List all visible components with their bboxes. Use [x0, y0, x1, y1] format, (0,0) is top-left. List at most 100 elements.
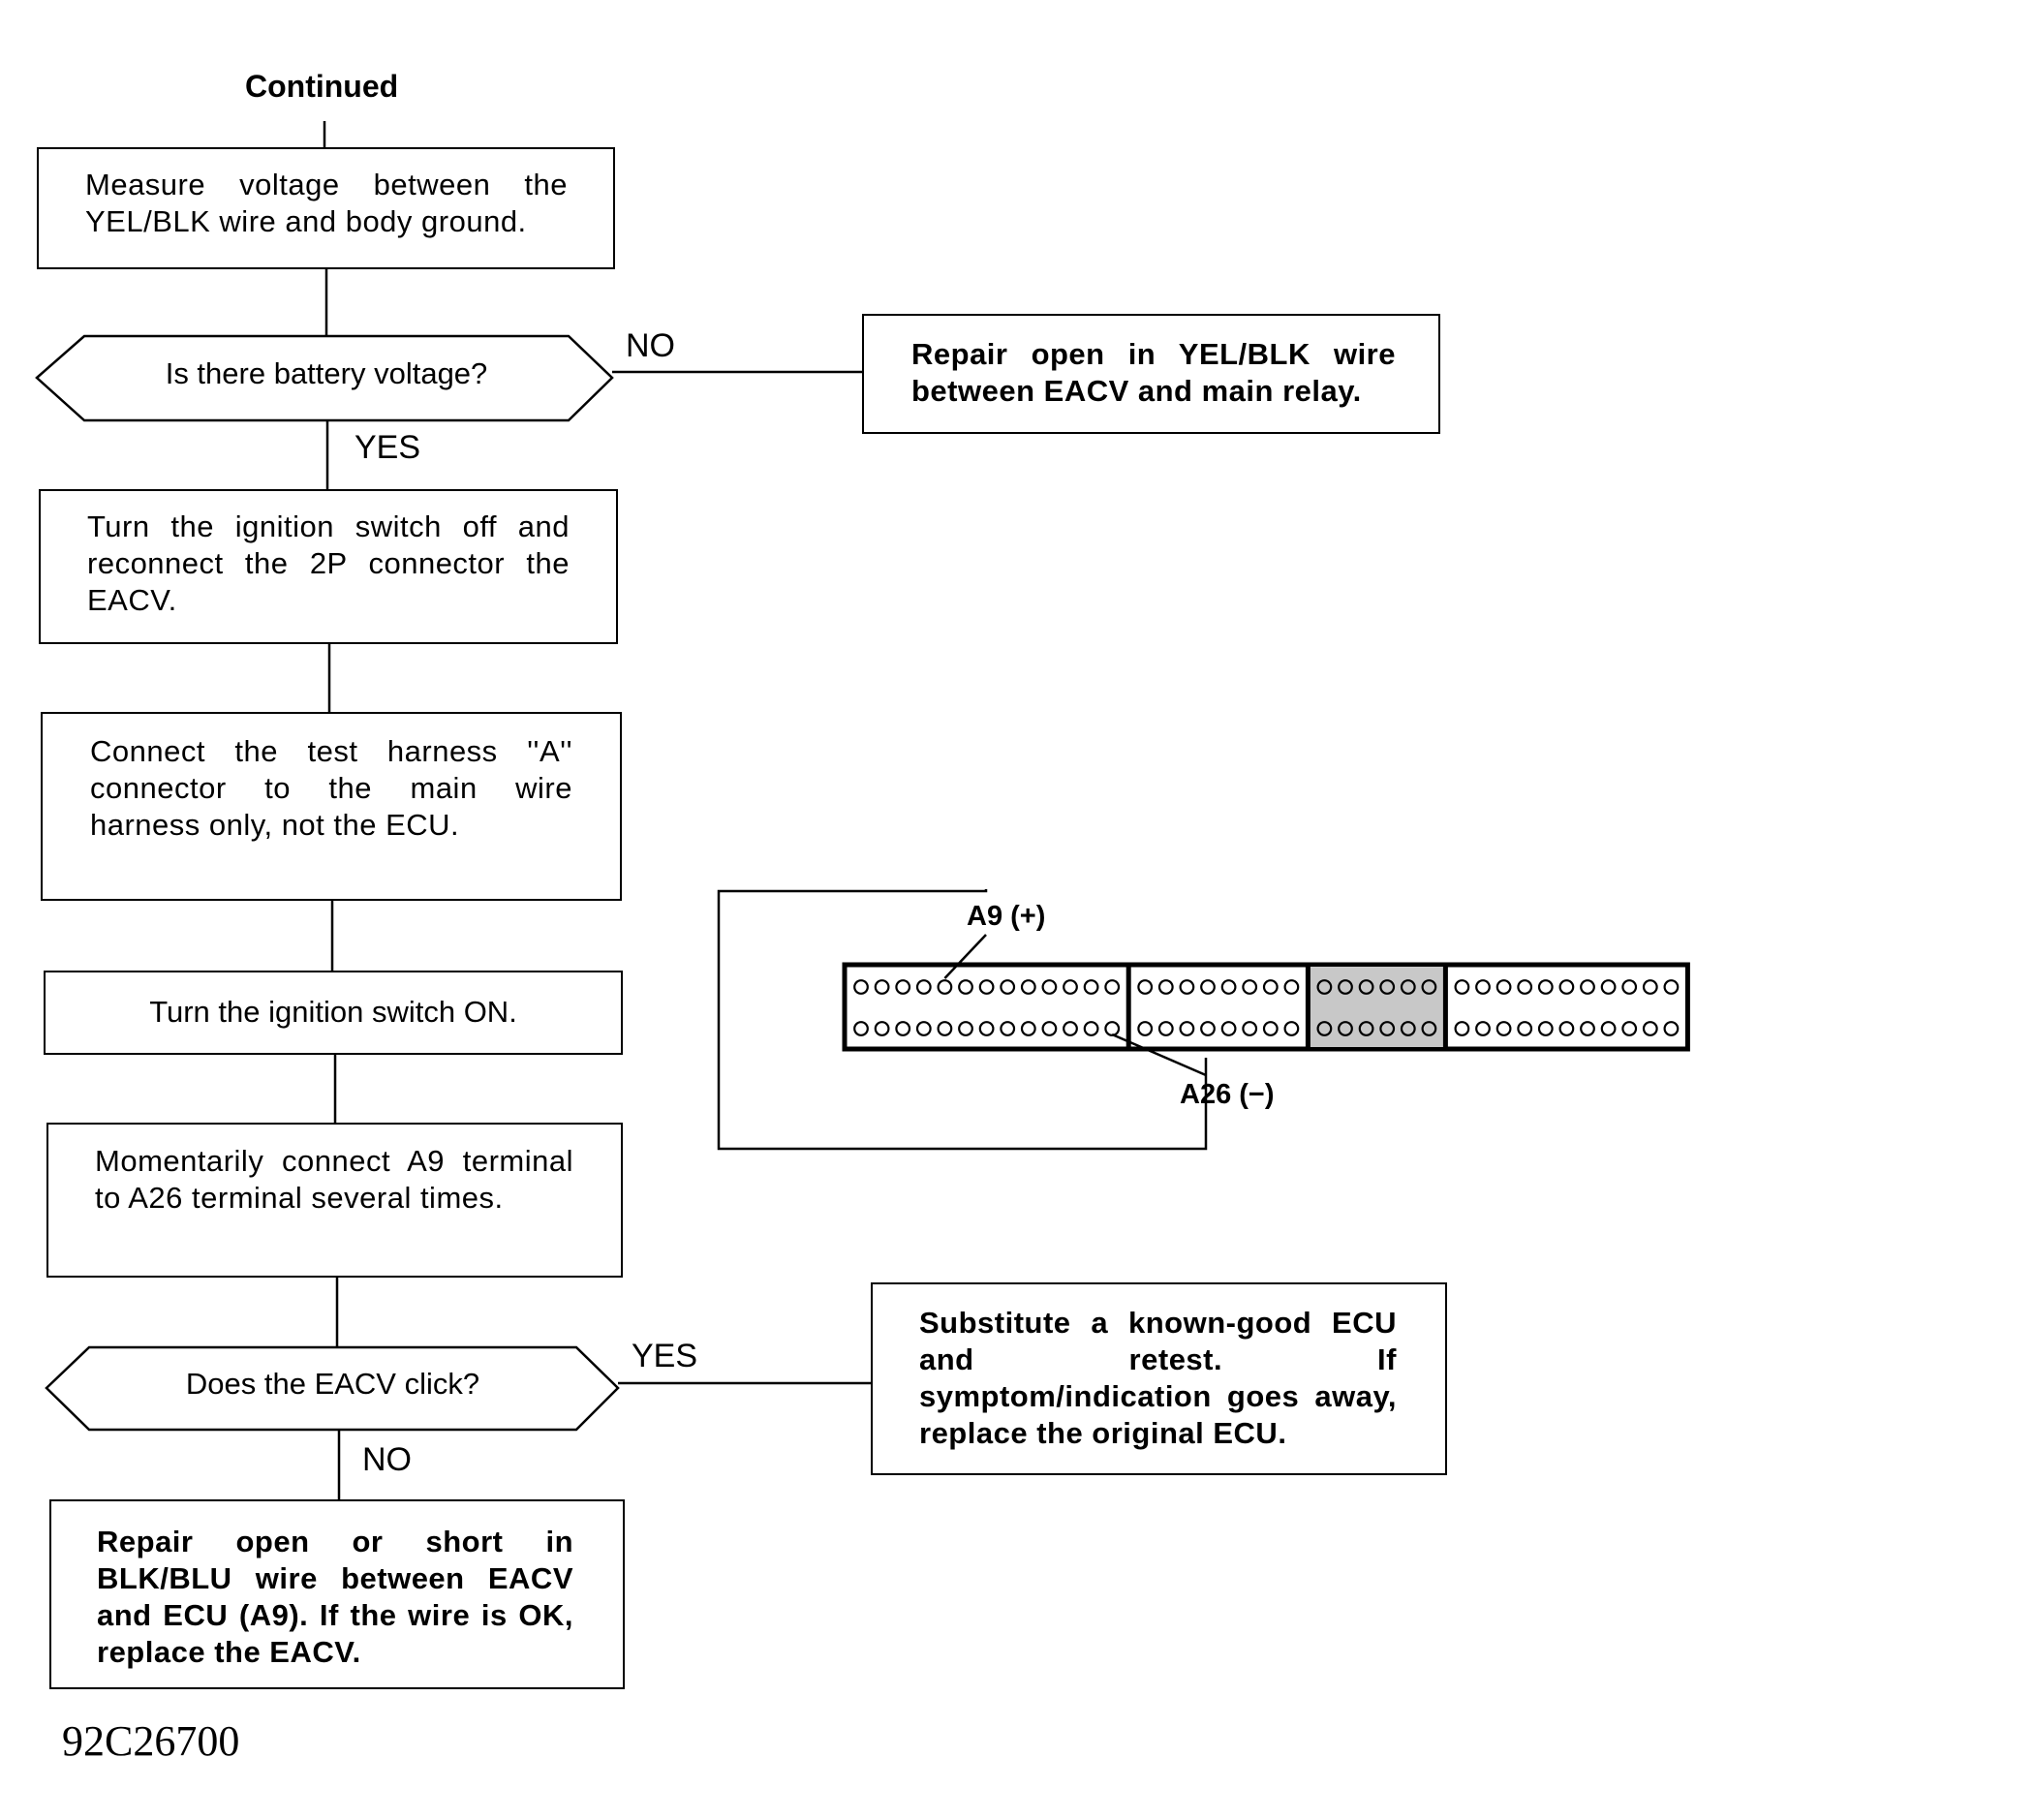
step-connect-harness-text: Connect the test harness ''A'' connector…: [90, 734, 572, 842]
step-connect-harness: [41, 712, 622, 901]
connector-section-shaded: [1310, 967, 1444, 1047]
figure-code: 92C26700: [62, 1717, 240, 1765]
connector-pin: [1041, 979, 1058, 995]
connector-pin: [1537, 979, 1554, 995]
connector-pin: [895, 979, 911, 995]
connector-pin: [1041, 1021, 1058, 1036]
connector-pin: [1157, 1021, 1174, 1036]
connector-pin: [1200, 979, 1216, 995]
connector-pin: [1200, 1021, 1216, 1036]
connector-pin: [1400, 1021, 1416, 1036]
connector-pin: [1083, 1021, 1099, 1036]
connector-pin: [1663, 1021, 1680, 1036]
decision-click-shape: [45, 1345, 620, 1432]
step-reconnect: [39, 489, 618, 644]
connector-pin: [915, 979, 932, 995]
ecu-connector: [842, 934, 1690, 1077]
connector-pin: [1642, 979, 1658, 995]
connector-pin: [915, 1021, 932, 1036]
step-momentary-connect-text: Momentarily connect A9 terminal to A26 t…: [95, 1144, 573, 1215]
step-ignition-on: [44, 971, 623, 1055]
connector-pin: [1063, 979, 1078, 995]
connector-pin: [1400, 979, 1416, 995]
connector-pin: [1558, 1021, 1575, 1036]
connector-pin: [1338, 1021, 1353, 1036]
connector-pin: [1316, 979, 1333, 995]
branch-no-label: NO: [362, 1441, 412, 1478]
connector-pin: [1421, 1021, 1437, 1036]
connector-pin: [1283, 979, 1300, 995]
step-repair-blk-blu-text: Repair open or short in BLK/BLU wire bet…: [97, 1525, 573, 1669]
branch-yes-label: YES: [632, 1338, 698, 1374]
connector-pin: [1495, 979, 1512, 995]
connector-pin: [1454, 979, 1470, 995]
a26-probe-lead: [1111, 1033, 1207, 1077]
connector-pin: [853, 1021, 869, 1036]
connector-pin: [1358, 1021, 1374, 1036]
connector-pin: [1242, 1021, 1258, 1036]
connector-pin: [1517, 1021, 1533, 1036]
connector-pin: [1580, 979, 1595, 995]
connector-pin: [1000, 979, 1016, 995]
connector-pin: [1104, 979, 1121, 995]
connector-pin: [1104, 1021, 1121, 1036]
step-ignition-on-text: Turn the ignition switch ON.: [149, 995, 517, 1029]
connector-pin: [874, 979, 890, 995]
connector-pin: [1220, 979, 1237, 995]
connector-pin: [1262, 979, 1279, 995]
connector-pin: [1283, 1021, 1300, 1036]
connector-pin: [1358, 979, 1374, 995]
connector-pin: [1242, 979, 1258, 995]
connector-pin: [1580, 1021, 1595, 1036]
connector-pin: [958, 979, 973, 995]
connector-pin: [1020, 1021, 1036, 1036]
connector-pin: [1000, 1021, 1016, 1036]
step-measure-voltage-text: Measure voltage between the YEL/BLK wire…: [85, 168, 568, 238]
step-substitute-ecu-text: Substitute a known-good ECU and retest. …: [919, 1306, 1397, 1450]
connector-pin: [853, 979, 869, 995]
connector-pin: [1475, 979, 1491, 995]
decision-battery-shape: [35, 334, 614, 422]
connector-pin: [1338, 979, 1353, 995]
connector-body: [842, 962, 1690, 1052]
connector-pin: [1517, 979, 1533, 995]
branch-no-label: NO: [626, 327, 675, 364]
connector-pin: [1537, 1021, 1554, 1036]
connector-pin: [1379, 1021, 1396, 1036]
connector-pin: [1179, 979, 1195, 995]
connector-pin: [937, 979, 953, 995]
connector-pin: [937, 1021, 953, 1036]
connector-pin: [1020, 979, 1036, 995]
connector-pin: [1454, 1021, 1470, 1036]
connector-pin: [895, 1021, 911, 1036]
connector-pin: [1083, 979, 1099, 995]
a9-probe-lead: [943, 934, 987, 979]
connector-pin: [1379, 979, 1396, 995]
connector-pin: [1421, 979, 1437, 995]
connector-pin: [1063, 1021, 1078, 1036]
branch-yes-label: YES: [355, 429, 421, 466]
step-repair-blk-blu: [49, 1499, 625, 1689]
terminal-a26-label: A26 (−): [1180, 1079, 1275, 1110]
connector-pin: [1316, 1021, 1333, 1036]
connector-pin: [1220, 1021, 1237, 1036]
connector-pin: [1600, 1021, 1617, 1036]
connector-pin: [1642, 1021, 1658, 1036]
test-wire-line: [717, 889, 1208, 1151]
connector-pin: [978, 1021, 995, 1036]
connector-pin: [1663, 979, 1680, 995]
connector-pin: [1621, 979, 1638, 995]
step-measure-voltage: [37, 147, 615, 269]
connector-pin: [1179, 1021, 1195, 1036]
connector-pin: [958, 1021, 973, 1036]
connector-pin: [1137, 1021, 1154, 1036]
connector-pin: [1262, 1021, 1279, 1036]
connector-pin: [1600, 979, 1617, 995]
connector-pin: [978, 979, 995, 995]
connector-pin: [1157, 979, 1174, 995]
terminal-a9-label: A9 (+): [967, 901, 1046, 932]
connector-pin: [1558, 979, 1575, 995]
decision-click-text: Does the EACV click?: [185, 1367, 480, 1401]
